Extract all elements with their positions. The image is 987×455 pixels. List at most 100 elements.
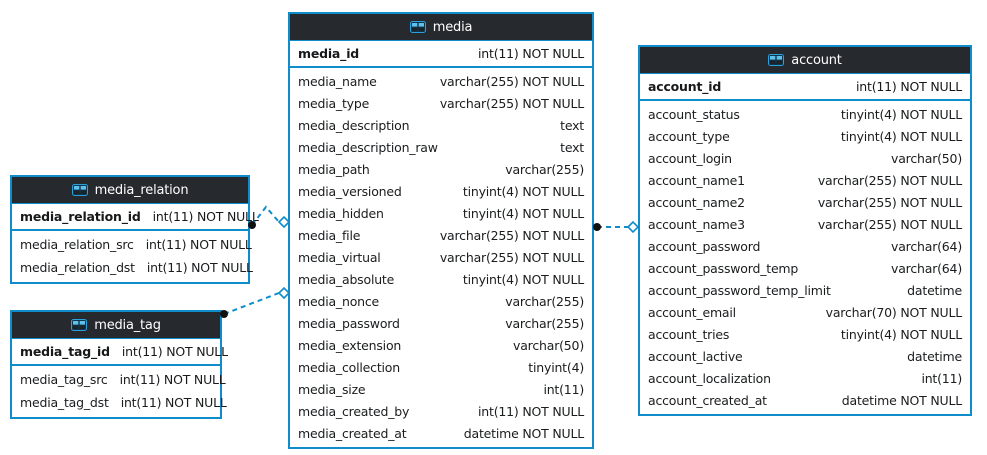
column-name: media_name: [298, 73, 377, 89]
column-name: account_name3: [648, 216, 745, 232]
table-icon: [71, 319, 88, 331]
column-name: media_absolute: [298, 271, 395, 287]
column-type: datetime: [907, 282, 962, 298]
column-name: media_type: [298, 95, 370, 111]
column-type: int(11) NOT NULL: [145, 237, 252, 252]
relationship-media-relation-media[interactable]: [248, 205, 291, 229]
column-name: account_tries: [648, 326, 730, 342]
column-name: media_file: [298, 227, 361, 243]
column-type: varchar(255): [505, 161, 584, 177]
primary-key-row: media_tag_id int(11) NOT NULL: [12, 339, 228, 366]
column-list: media_tag_src int(11) NOT NULL media_tag_…: [12, 366, 227, 417]
column-type: text: [560, 117, 584, 133]
column-name: media_description: [298, 117, 410, 133]
table-media[interactable]: media media_id int(11) NOT NULL media_na…: [288, 12, 594, 449]
column-name: media_relation_src: [20, 237, 134, 252]
column-type: int(11) NOT NULL: [120, 395, 227, 410]
table-header[interactable]: account: [640, 47, 970, 74]
column-name: media_collection: [298, 359, 400, 375]
table-row: media_relation_src int(11) NOT NULL: [12, 233, 252, 256]
column-type: varchar(255) NOT NULL: [439, 95, 584, 111]
column-type: tinyint(4) NOT NULL: [462, 271, 584, 287]
table-row: media_virtual varchar(255) NOT NULL: [290, 246, 592, 268]
table-account[interactable]: account account_id int(11) NOT NULL acco…: [638, 45, 972, 416]
column-name: media_hidden: [298, 205, 384, 221]
column-type: varchar(255) NOT NULL: [439, 249, 584, 265]
primary-key-row: media_id int(11) NOT NULL: [290, 41, 592, 68]
table-media-tag[interactable]: media_tag media_tag_id int(11) NOT NULL …: [10, 310, 228, 419]
column-type: int(11) NOT NULL: [478, 403, 584, 419]
column-name: account_type: [648, 128, 730, 144]
relationship-media-tag-media[interactable]: [220, 286, 291, 318]
column-name: media_versioned: [298, 183, 402, 199]
column-type: varchar(255) NOT NULL: [817, 172, 962, 188]
connector-dot: [220, 310, 228, 318]
table-row: account_name1 varchar(255) NOT NULL: [640, 169, 970, 191]
table-header[interactable]: media_relation: [12, 177, 248, 204]
column-name: account_name2: [648, 194, 745, 210]
table-title: account: [791, 52, 842, 68]
table-row: media_type varchar(255) NOT NULL: [290, 92, 592, 114]
connector-open-diamond: [277, 286, 291, 300]
column-list: media_relation_src int(11) NOT NULL media…: [12, 231, 253, 282]
column-name: media_extension: [298, 337, 402, 353]
column-type: int(11) NOT NULL: [152, 209, 259, 224]
table-title: media: [432, 19, 473, 35]
table-title: media_relation: [94, 182, 189, 198]
column-name: media_tag_src: [20, 372, 108, 387]
column-name: account_password_temp_limit: [648, 282, 831, 298]
column-name: account_created_at: [648, 392, 767, 408]
connector-open-diamond: [626, 220, 640, 234]
table-header[interactable]: media: [290, 14, 592, 41]
table-header[interactable]: media_tag: [12, 312, 220, 339]
table-row: media_file varchar(255) NOT NULL: [290, 224, 592, 246]
column-name: media_path: [298, 161, 370, 177]
table-row: account_created_at datetime NOT NULL: [640, 389, 970, 411]
connector-dot: [248, 221, 256, 229]
column-type: varchar(50): [513, 337, 584, 353]
column-name: media_tag_dst: [20, 395, 109, 410]
column-name: account_name1: [648, 172, 745, 188]
column-type: int(11): [921, 370, 962, 386]
table-row: media_tag_dst int(11) NOT NULL: [12, 391, 227, 414]
column-name: media_tag_id: [20, 344, 110, 359]
column-type: varchar(50): [891, 150, 962, 166]
column-type: datetime: [907, 348, 962, 364]
table-media-relation[interactable]: media_relation media_relation_id int(11)…: [10, 175, 259, 284]
column-type: varchar(70) NOT NULL: [825, 304, 963, 320]
column-name: account_status: [648, 106, 740, 122]
column-name: media_virtual: [298, 249, 381, 265]
column-type: int(11) NOT NULL: [119, 372, 226, 387]
connector-open-diamond: [277, 215, 291, 229]
relationship-media-account[interactable]: [593, 220, 640, 234]
column-type: datetime NOT NULL: [841, 392, 962, 408]
column-type: int(11) NOT NULL: [478, 46, 584, 61]
table-row: media_absolute tinyint(4) NOT NULL: [290, 268, 592, 290]
column-type: tinyint(4) NOT NULL: [840, 106, 962, 122]
table-icon: [768, 54, 785, 66]
column-type: varchar(255) NOT NULL: [439, 227, 584, 243]
column-name: media_relation_id: [20, 209, 141, 224]
table-row: account_status tinyint(4) NOT NULL: [640, 103, 970, 125]
table-row: media_path varchar(255): [290, 158, 592, 180]
column-name: media_password: [298, 315, 400, 331]
column-type: varchar(255) NOT NULL: [817, 194, 962, 210]
primary-key-row: account_id int(11) NOT NULL: [640, 74, 970, 101]
column-type: int(11) NOT NULL: [146, 260, 253, 275]
